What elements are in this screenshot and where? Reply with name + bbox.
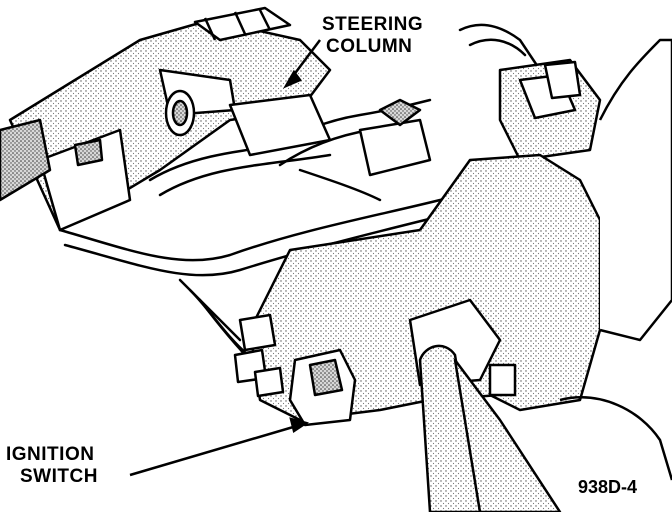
connector-blocks (228, 58, 602, 212)
leader-arrows (129, 39, 321, 477)
steering-column-label-line1: STEERING (322, 14, 424, 35)
figure-id: 938D-4 (578, 477, 638, 497)
steering-column-label-line2: COLUMN (326, 36, 413, 57)
ignition-switch-label-line1: IGNITION (6, 444, 95, 465)
column-shaft (418, 38, 672, 512)
ignition-switch-label-line2: SWITCH (20, 466, 98, 487)
ignition-switch-housing (233, 153, 602, 427)
steering-column-callout: STEERING COLUMN (322, 14, 423, 58)
ignition-switch-callout: IGNITION SWITCH (6, 444, 98, 488)
steering-column-body (0, 6, 332, 232)
